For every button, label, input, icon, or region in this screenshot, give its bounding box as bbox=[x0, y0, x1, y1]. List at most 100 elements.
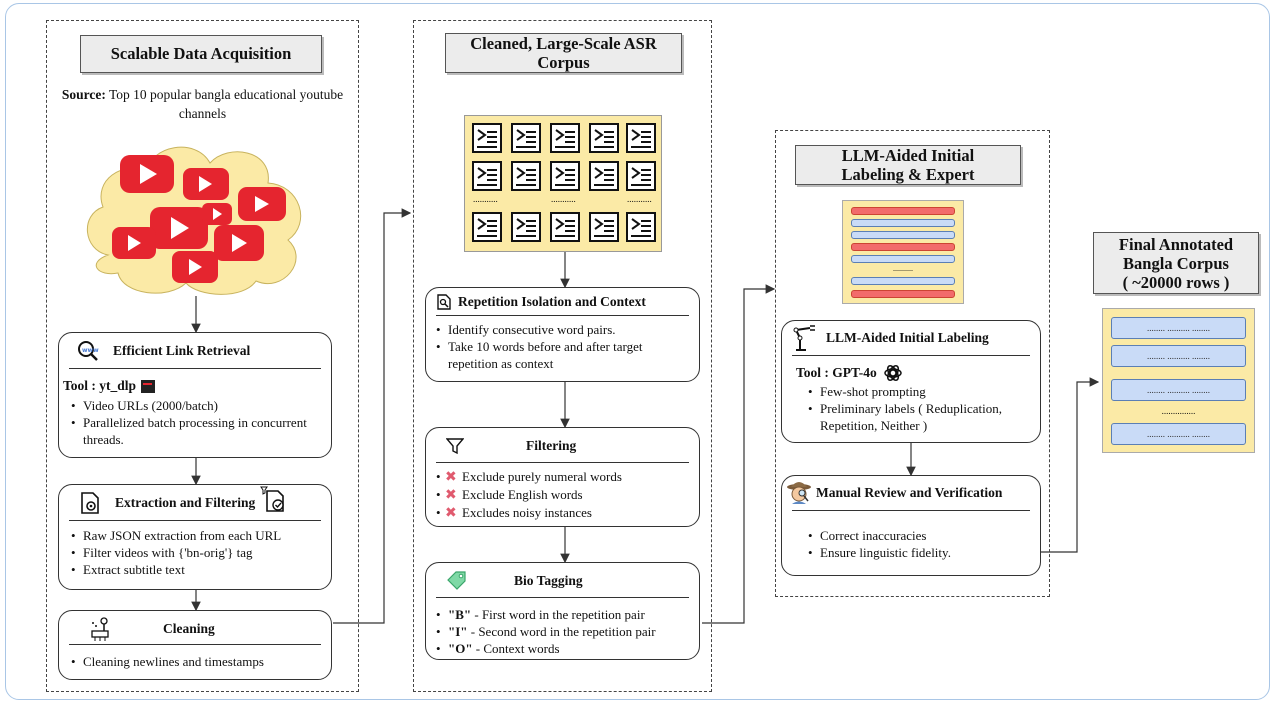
cleaning-header: Cleaning bbox=[59, 615, 331, 643]
document-icon bbox=[589, 212, 619, 242]
bio-tagging-list: "B" - First word in the repetition pair … bbox=[432, 606, 697, 657]
detective-icon bbox=[787, 482, 811, 504]
document-icon bbox=[550, 123, 580, 153]
source-value: Top 10 popular bangla educational youtub… bbox=[109, 87, 344, 121]
document-icon bbox=[589, 123, 619, 153]
stage4-title-line3: ( ~20000 rows ) bbox=[1122, 273, 1230, 292]
list-item: Preliminary labels ( Reduplication, Repe… bbox=[804, 400, 1040, 434]
openai-icon bbox=[884, 365, 902, 381]
labeled-rows-graphic: .......... bbox=[842, 200, 964, 304]
extraction-header: Extraction and Filtering bbox=[59, 486, 331, 517]
document-icon bbox=[626, 161, 656, 191]
document-icon bbox=[511, 161, 541, 191]
list-item: Ensure linguistic fidelity. bbox=[804, 544, 1040, 561]
x-icon: ✖ bbox=[445, 487, 457, 503]
youtube-icon bbox=[214, 225, 264, 261]
row-bar-red bbox=[851, 290, 955, 298]
card-divider bbox=[436, 462, 689, 463]
ellipsis-text: ........... bbox=[627, 194, 652, 204]
ellipsis-text: ........... bbox=[473, 194, 498, 204]
corpus-document-grid: ................................. bbox=[464, 115, 662, 252]
x-icon: ✖ bbox=[445, 505, 457, 521]
stage3-title-line2: Labeling & Expert bbox=[841, 165, 975, 184]
list-item: Filter videos with {'bn-orig'} tag bbox=[67, 544, 325, 561]
document-icon bbox=[626, 212, 656, 242]
list-item: "B" - First word in the repetition pair bbox=[432, 606, 697, 623]
stage4-title-line1: Final Annotated bbox=[1118, 235, 1234, 254]
youtube-icon bbox=[172, 251, 218, 283]
repetition-list: Identify consecutive word pairs. Take 10… bbox=[432, 321, 694, 372]
extraction-title: Extraction and Filtering bbox=[115, 495, 256, 510]
stage4-title-line2: Bangla Corpus bbox=[1123, 254, 1229, 273]
stage2-title-line1: Cleaned, Large-Scale ASR bbox=[470, 34, 657, 53]
filter-item-text: Exclude English words bbox=[462, 487, 583, 502]
filter-item-text: Exclude purely numeral words bbox=[462, 469, 622, 484]
document-icon bbox=[626, 123, 656, 153]
list-item: Parallelized batch processing in concurr… bbox=[67, 414, 325, 448]
link-retrieval-header: www Efficient Link Retrieval bbox=[59, 339, 331, 363]
list-item: "O" - Context words bbox=[432, 640, 697, 657]
stage2-title-line2: Corpus bbox=[537, 53, 590, 72]
stage2-container bbox=[413, 20, 712, 692]
document-icon bbox=[511, 212, 541, 242]
extraction-list: Raw JSON extraction from each URL Filter… bbox=[67, 527, 325, 578]
card-divider bbox=[436, 597, 689, 598]
document-icon bbox=[472, 161, 502, 191]
bio-tag: "B" bbox=[448, 607, 472, 622]
final-corpus-graphic: ........ .......... ........ ........ ..… bbox=[1102, 308, 1255, 453]
list-item: Correct inaccuracies bbox=[804, 527, 1040, 544]
cleaning-icon bbox=[91, 617, 109, 641]
list-item: Video URLs (2000/batch) bbox=[67, 397, 325, 414]
list-item: Take 10 words before and after target re… bbox=[432, 338, 694, 372]
document-icon bbox=[472, 123, 502, 153]
manual-review-header: Manual Review and Verification bbox=[782, 478, 1040, 508]
link-list: Video URLs (2000/batch) Parallelized bat… bbox=[67, 397, 325, 448]
list-item: Cleaning newlines and timestamps bbox=[67, 653, 325, 670]
card-divider bbox=[69, 644, 321, 645]
search-icon: www bbox=[78, 341, 99, 361]
tag-icon bbox=[447, 571, 466, 590]
bio-tag: "O" bbox=[448, 641, 473, 656]
llm-labeling-title: LLM-Aided Initial Labeling bbox=[826, 330, 989, 345]
youtube-icon bbox=[202, 203, 232, 225]
card-divider bbox=[69, 368, 321, 369]
document-icon bbox=[472, 212, 502, 242]
corpus-row: ........ .......... ........ bbox=[1111, 345, 1246, 367]
row-bar-red bbox=[851, 207, 955, 215]
list-item: Raw JSON extraction from each URL bbox=[67, 527, 325, 544]
cleaning-list: Cleaning newlines and timestamps bbox=[67, 653, 325, 670]
row-bar-blue bbox=[851, 219, 955, 227]
card-divider bbox=[792, 355, 1030, 356]
youtube-icon bbox=[120, 155, 174, 193]
x-icon: ✖ bbox=[445, 469, 457, 485]
bio-tagging-header: Bio Tagging bbox=[426, 567, 699, 595]
llm-labeling-card: LLM-Aided Initial Labeling Tool : GPT-4o… bbox=[781, 320, 1041, 443]
filtering-header: Filtering bbox=[426, 432, 699, 460]
row-bar-red bbox=[851, 243, 955, 251]
bio-tagging-card: Bio Tagging "B" - First word in the repe… bbox=[425, 562, 700, 660]
list-item: •✖Excludes noisy instances bbox=[436, 505, 592, 521]
list-item: Few-shot prompting bbox=[804, 383, 1040, 400]
document-gear-icon bbox=[81, 492, 99, 514]
youtube-icon bbox=[238, 187, 286, 221]
ellipsis: .......... bbox=[893, 264, 913, 273]
bio-tag-desc: - Second word in the repetition pair bbox=[467, 624, 656, 639]
bio-tagging-title: Bio Tagging bbox=[514, 573, 583, 588]
document-check-icon bbox=[260, 486, 285, 512]
list-item: •✖Exclude English words bbox=[436, 487, 583, 503]
manual-review-card: Manual Review and Verification Correct i… bbox=[781, 475, 1041, 576]
card-divider bbox=[69, 520, 321, 521]
link-retrieval-title: Efficient Link Retrieval bbox=[113, 343, 251, 358]
bio-tag-desc: - First word in the repetition pair bbox=[471, 607, 645, 622]
search-document-icon bbox=[437, 294, 451, 310]
source-label: Source: bbox=[61, 87, 106, 102]
list-item: "I" - Second word in the repetition pair bbox=[432, 623, 697, 640]
llm-list: Few-shot prompting Preliminary labels ( … bbox=[804, 383, 1040, 434]
filter-item-text: Excludes noisy instances bbox=[462, 505, 592, 520]
youtube-cloud-graphic bbox=[87, 146, 302, 295]
card-divider bbox=[792, 510, 1030, 511]
stage2-title: Cleaned, Large-Scale ASR Corpus bbox=[445, 33, 682, 73]
youtube-icon bbox=[183, 168, 229, 200]
youtube-icon bbox=[150, 207, 208, 249]
filtering-card: Filtering •✖Exclude purely numeral words… bbox=[425, 427, 700, 527]
